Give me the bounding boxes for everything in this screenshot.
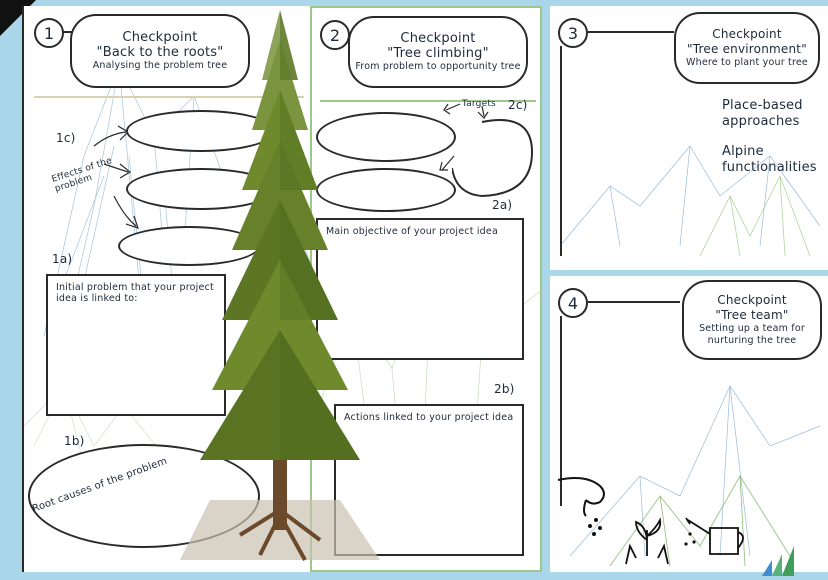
checkpoint-1-cloud: Checkpoint "Back to the roots" Analysing… [70,14,250,88]
checkpoint-4-caption: Setting up a team for nurturing the tree [699,323,805,346]
actions-text: Actions linked to your project idea [344,412,514,423]
checkpoint-2-panel: 2 Checkpoint "Tree climbing" From proble… [310,6,544,572]
connector-line [588,301,680,303]
effect-arrows [93,125,139,229]
checkpoint-2-subtitle: "Tree climbing" [387,46,489,61]
checkpoint-1-number: 1 [34,18,64,48]
panel-4-border [560,316,562,506]
seed-hand-icon [557,477,605,536]
target-arc [452,119,534,198]
initial-problem-box[interactable]: Initial problem that your project idea i… [46,274,226,416]
sprout-hands-icon [625,517,669,565]
target-arrows [439,103,489,171]
mountain-sketch-3 [559,145,821,257]
checkpoint-3-number: 3 [558,18,588,48]
checkpoint-2-cloud: Checkpoint "Tree climbing" From problem … [348,16,528,88]
checkpoint-1-subtitle: "Back to the roots" [96,45,224,60]
label-1a: 1a) [52,252,73,266]
divider-line [320,100,536,102]
checkpoint-3-title: Checkpoint [712,27,782,41]
checkpoint-2-caption: From problem to opportunity tree [355,61,521,72]
label-1b: 1b) [64,434,85,448]
label-1c: 1c) [56,131,76,145]
checkpoint-2-number: 2 [320,20,350,50]
checkpoint-3-cloud: Checkpoint "Tree environment" Where to p… [674,12,820,84]
checkpoint-2-title: Checkpoint [400,31,476,46]
divider-line [34,96,304,98]
logo-icon [762,546,794,576]
label-2c: 2c) [508,98,528,112]
watering-can-icon [684,517,744,555]
place-based-text: Place-based approaches [722,98,803,129]
checkpoint-4-cloud: Checkpoint "Tree team" Setting up a team… [682,280,822,360]
main-objective-text: Main objective of your project idea [326,226,498,237]
checkpoint-3-caption: Where to plant your tree [686,57,808,68]
checkpoint-4-number: 4 [558,288,588,318]
connector-line [588,31,674,33]
checkpoint-4-panel: 4 Checkpoint "Tree team" Setting up a te… [550,276,828,576]
label-2a: 2a) [492,198,513,212]
alpine-functionalities-text: Alpine functionalities [722,144,817,175]
effect-oval-1[interactable] [126,110,276,152]
label-2b: 2b) [494,382,515,396]
checkpoint-1-caption: Analysing the problem tree [92,60,228,71]
connector-line [62,31,72,33]
targets-label: Targets [462,99,496,109]
checkpoint-3-panel: 3 Checkpoint "Tree environment" Where to… [550,6,828,270]
checkpoint-4-subtitle: "Tree team" [715,308,789,322]
target-oval-1[interactable] [316,112,456,162]
target-oval-2[interactable] [316,168,456,212]
checkpoint-4-title: Checkpoint [717,293,787,307]
panel-3-border [560,46,562,256]
initial-problem-text: Initial problem that your project idea i… [56,282,214,304]
actions-box[interactable]: Actions linked to your project idea [334,404,524,556]
checkpoint-1-title: Checkpoint [122,30,198,45]
tree-illustration [180,10,380,561]
checkpoint-3-subtitle: "Tree environment" [687,42,807,56]
